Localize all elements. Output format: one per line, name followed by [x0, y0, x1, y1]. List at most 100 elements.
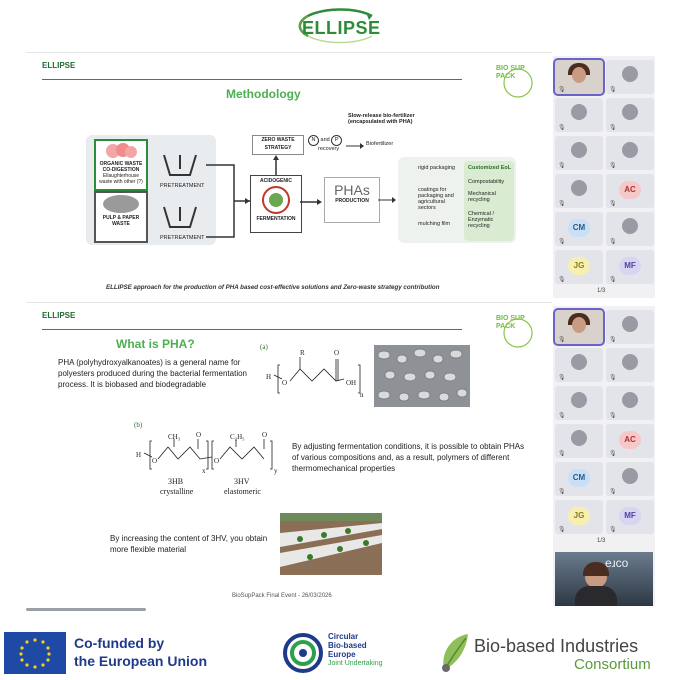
- hv-text: By increasing the content of 3HV, you ob…: [110, 534, 268, 554]
- mic-muted-icon: 🎙: [609, 163, 617, 169]
- eu-line-2: the European Union: [74, 653, 207, 669]
- eu-line-1: Co-funded by: [74, 635, 165, 651]
- participant-avatar-icon: [571, 142, 587, 158]
- participant-tile[interactable]: 🎙: [553, 308, 605, 346]
- participant-initials: MF: [619, 507, 641, 525]
- pha-structure-b: (b) CH₃ C₂H₅ H O O O O x y 3HB crystalli…: [134, 421, 278, 496]
- participant-initials: CM: [568, 469, 590, 487]
- ellipse-logo: ELLIPSE: [290, 6, 390, 46]
- slide-what-is-pha: ELLIPSE What is PHA? BIO SUP PACK PHA (p…: [26, 302, 552, 609]
- participant-tile[interactable]: 🎙: [606, 462, 654, 496]
- fermentation-text: By adjusting fermentation conditions, it…: [292, 442, 525, 473]
- participant-tile[interactable]: 🎙: [555, 424, 603, 458]
- participant-tile[interactable]: 🎙: [606, 212, 654, 246]
- mulching-field-photo: [280, 513, 382, 575]
- bbi-leaf-icon: [442, 634, 468, 672]
- active-speaker-video[interactable]: eɹco: [555, 552, 653, 606]
- cbe-line-4: Joint Undertaking: [328, 660, 383, 667]
- participant-tile[interactable]: 🎙: [606, 310, 654, 344]
- participant-tile[interactable]: 🎙: [555, 98, 603, 132]
- mic-muted-icon: 🎙: [558, 201, 566, 207]
- participant-initials: JG: [568, 257, 590, 275]
- pha-structure-a: (a) R H O O OH n: [260, 343, 364, 399]
- acidogenic-box: ACIDOGENIC FERMENTATION: [250, 175, 302, 233]
- biosuppack-logo: BIO SUP PACK: [496, 315, 536, 351]
- participant-tile[interactable]: MF🎙: [606, 250, 654, 284]
- bbi-line-2: Consortium: [574, 656, 651, 673]
- participant-tile[interactable]: MF🎙: [606, 500, 654, 534]
- participant-avatar-icon: [622, 142, 638, 158]
- participants-pager[interactable]: 1/3: [597, 538, 606, 544]
- slide-footer: BioSupPack Final Event - 26/03/2026: [232, 593, 332, 599]
- mic-muted-icon: 🎙: [558, 337, 566, 343]
- participant-photo: [572, 317, 586, 333]
- methodology-diagram: ORGANIC WASTE CO-DIGESTION Ellaughterhou…: [86, 111, 526, 261]
- mic-muted-icon: 🎙: [609, 201, 617, 207]
- video-progress-bar[interactable]: [26, 608, 146, 611]
- participant-initials: AC: [619, 431, 641, 449]
- mic-muted-icon: 🎙: [558, 489, 566, 495]
- cbe-line-1: Circular: [328, 632, 359, 641]
- pulp-paper-box: PULP & PAPER WASTE: [94, 191, 148, 243]
- cbe-line-3: Europe: [328, 650, 356, 659]
- slide-tag: ELLIPSE: [42, 61, 76, 70]
- participant-tile[interactable]: 🎙: [555, 386, 603, 420]
- np-recovery: N and P recovery: [308, 135, 343, 152]
- slide-tag: ELLIPSE: [42, 311, 76, 320]
- mic-muted-icon: 🎙: [558, 277, 566, 283]
- participant-initials: AC: [619, 181, 641, 199]
- participant-tile[interactable]: 🎙: [555, 174, 603, 208]
- mic-muted-icon: 🎙: [609, 277, 617, 283]
- mic-muted-icon: 🎙: [609, 489, 617, 495]
- participant-avatar-icon: [571, 392, 587, 408]
- footer-logos: Co-funded by the European Union Circular…: [0, 626, 680, 680]
- participant-avatar-icon: [622, 104, 638, 120]
- mic-muted-icon: 🎙: [609, 87, 617, 93]
- participant-tile[interactable]: JG🎙: [555, 500, 603, 534]
- participant-tile[interactable]: CM🎙: [555, 462, 603, 496]
- participant-initials: CM: [568, 219, 590, 237]
- participant-tile[interactable]: 🎙: [606, 98, 654, 132]
- participant-tile[interactable]: 🎙: [606, 136, 654, 170]
- participant-initials: JG: [568, 507, 590, 525]
- participants-panel-top: 🎙🎙🎙🎙🎙🎙🎙AC🎙CM🎙🎙JG🎙MF🎙 1/3: [553, 56, 655, 298]
- eu-flag: [4, 632, 66, 674]
- participants-panel-bottom: 🎙🎙🎙🎙🎙🎙🎙AC🎙CM🎙🎙JG🎙MF🎙 1/3 eɹco: [553, 306, 655, 606]
- participant-avatar-icon: [571, 180, 587, 196]
- participant-tile[interactable]: 🎙: [606, 348, 654, 382]
- mic-muted-icon: 🎙: [558, 413, 566, 419]
- cbe-line-2: Bio-based: [328, 641, 367, 650]
- participant-tile[interactable]: 🎙: [555, 136, 603, 170]
- participant-photo: [572, 67, 586, 83]
- participant-tile[interactable]: 🎙: [606, 386, 654, 420]
- ellipse-logo-text: ELLIPSE: [302, 18, 381, 38]
- mic-muted-icon: 🎙: [609, 337, 617, 343]
- slide-methodology: ELLIPSE Methodology BIO SUP PACK ORGANIC…: [26, 52, 552, 297]
- pha-intro-text: PHA (polyhydroxyalkanoates) is a general…: [58, 358, 247, 389]
- participant-tile[interactable]: JG🎙: [555, 250, 603, 284]
- participant-avatar-icon: [622, 468, 638, 484]
- pha-micrograph: [374, 345, 470, 407]
- participant-avatar-icon: [571, 104, 587, 120]
- participant-initials: MF: [619, 257, 641, 275]
- participant-tile[interactable]: AC🎙: [606, 174, 654, 208]
- mic-muted-icon: 🎙: [558, 451, 566, 457]
- biosuppack-logo: BIO SUP PACK: [496, 65, 536, 101]
- participant-tile[interactable]: 🎙: [553, 58, 605, 96]
- mic-muted-icon: 🎙: [609, 413, 617, 419]
- slide-title: What is PHA?: [116, 337, 195, 351]
- slide-caption: ELLIPSE approach for the production of P…: [106, 284, 440, 291]
- mic-muted-icon: 🎙: [609, 375, 617, 381]
- participant-tile[interactable]: 🎙: [606, 60, 654, 94]
- participant-tile[interactable]: AC🎙: [606, 424, 654, 458]
- mic-muted-icon: 🎙: [558, 163, 566, 169]
- background-sign: eɹco: [605, 556, 629, 570]
- participant-tile[interactable]: 🎙: [555, 348, 603, 382]
- participants-pager[interactable]: 1/3: [597, 288, 606, 294]
- participant-avatar-icon: [571, 354, 587, 370]
- phas-box: PHAs PRODUCTION: [324, 177, 380, 223]
- participant-tile[interactable]: CM🎙: [555, 212, 603, 246]
- participant-avatar-icon: [622, 392, 638, 408]
- organic-waste-box: ORGANIC WASTE CO-DIGESTION Ellaughterhou…: [94, 139, 148, 191]
- participant-avatar-icon: [622, 316, 638, 332]
